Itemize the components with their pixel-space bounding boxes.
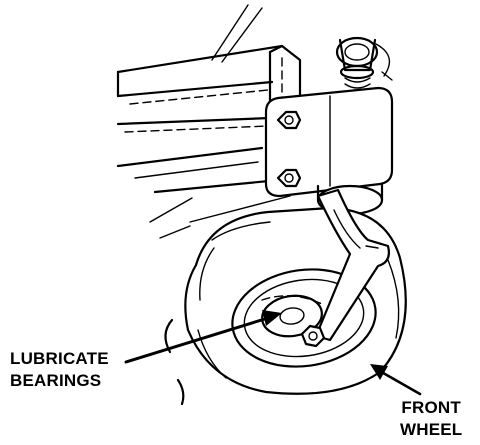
- front-wheel-callout: FRONT WHEEL: [400, 397, 462, 441]
- front-callout-line1: FRONT: [401, 398, 461, 417]
- rear-tire-hint: [164, 318, 185, 406]
- front-wheel-arrow: [370, 364, 422, 396]
- lubricate-bearings-callout: LUBRICATE BEARINGS: [10, 348, 109, 392]
- lynch-pin: [335, 36, 393, 89]
- lubricate-callout-line1: LUBRICATE: [10, 349, 109, 368]
- front-wheel-arrowhead: [370, 364, 388, 380]
- lubricate-arrow: [124, 310, 282, 364]
- front-callout-line2: WHEEL: [400, 420, 463, 439]
- caster-fork: [300, 188, 390, 348]
- lubricate-arrowhead: [262, 310, 282, 326]
- lubricate-callout-line2: BEARINGS: [10, 371, 102, 390]
- caster-mount-bracket: [264, 86, 394, 198]
